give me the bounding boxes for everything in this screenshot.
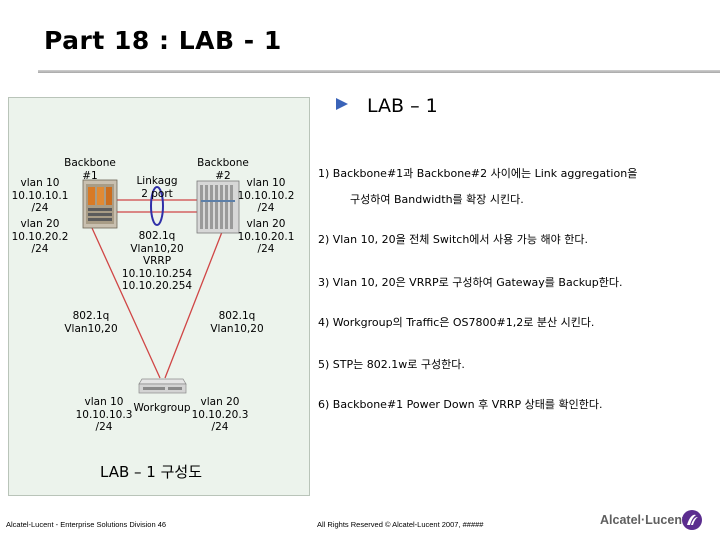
title-divider (38, 70, 720, 73)
triangle-bullet-icon (336, 98, 348, 110)
trunk-left-label: 802.1q Vlan10,20 (64, 310, 118, 335)
backbone2-vlan10-label: vlan 10 10.10.10.2 /24 (237, 177, 295, 214)
linkagg-label: Linkagg 2 port (136, 175, 178, 200)
diagram-panel (8, 97, 310, 496)
workgroup-vlan10-label: vlan 10 10.10.10.3 /24 (75, 396, 133, 433)
footer-division: Alcatel-Lucent - Enterprise Solutions Di… (6, 520, 167, 529)
backbone2-label: Backbone #2 (197, 157, 249, 182)
backbone1-vlan20-label: vlan 20 10.10.20.2 /24 (11, 218, 69, 255)
backbone1-switch-icon (82, 179, 118, 229)
linkagg-ring-icon (150, 186, 164, 226)
workgroup-switch-icon (138, 378, 187, 394)
step-5: 5) STP는 802.1w로 구성한다. (318, 358, 465, 371)
lab-heading: LAB – 1 (367, 95, 438, 117)
alcatel-lucent-logo-icon (682, 510, 702, 530)
workgroup-vlan20-label: vlan 20 10.10.20.3 /24 (191, 396, 249, 433)
workgroup-label: Workgroup (133, 402, 191, 414)
slide-title: Part 18 : LAB - 1 (44, 26, 282, 55)
step-3: 3) Vlan 10, 20은 VRRP로 구성하여 Gateway를 Back… (318, 276, 623, 289)
backbone1-vlan10-label: vlan 10 10.10.10.1 /24 (11, 177, 69, 214)
backbone1-label: Backbone #1 (64, 157, 116, 182)
link-backbone1-workgroup (91, 227, 161, 379)
step-1: 1) Backbone#1과 Backbone#2 사이에는 Link aggr… (318, 167, 638, 180)
step-2: 2) Vlan 10, 20을 전체 Switch에서 사용 가능 해야 한다. (318, 233, 588, 246)
footer-copyright: All Rights Reserved © Alcatel-Lucent 200… (317, 520, 484, 529)
link-backbone2-workgroup (164, 231, 223, 379)
diagram-caption: LAB – 1 구성도 (100, 463, 203, 481)
backbone2-vlan20-label: vlan 20 10.10.20.1 /24 (237, 218, 295, 255)
step-1-continued: 구성하여 Bandwidth를 확장 시킨다. (350, 193, 524, 206)
backbone2-switch-icon (196, 180, 240, 234)
vrrp-trunk-label: 802.1q Vlan10,20 VRRP 10.10.10.254 10.10… (121, 230, 193, 292)
trunk-right-label: 802.1q Vlan10,20 (210, 310, 264, 335)
step-4: 4) Workgroup의 Traffic은 OS7800#1,2로 분산 시킨… (318, 316, 595, 329)
company-logo: Alcatel·Lucent (600, 513, 687, 527)
step-6: 6) Backbone#1 Power Down 후 VRRP 상태를 확인한다… (318, 398, 603, 411)
